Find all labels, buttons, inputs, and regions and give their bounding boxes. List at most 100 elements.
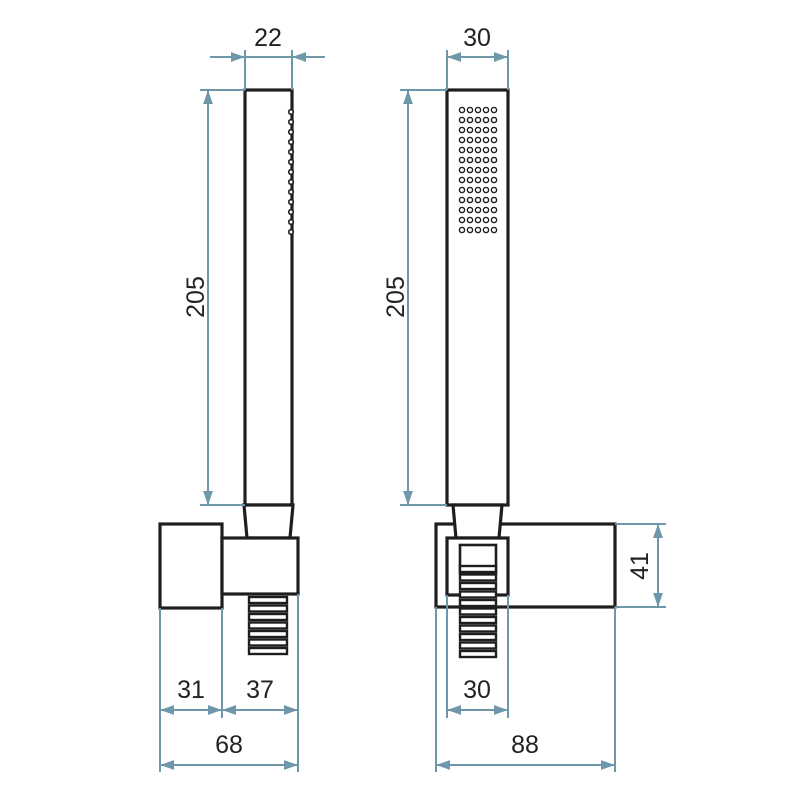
nozzle-dot (490, 106, 498, 114)
hose-rib (247, 595, 289, 605)
nozzle-dot (490, 136, 498, 144)
nozzle-dot (490, 206, 498, 214)
nozzle-dot (482, 126, 490, 134)
hose-rib (458, 564, 498, 574)
nozzle-dot (482, 106, 490, 114)
nozzle-dot (466, 216, 474, 224)
dim-front-outlet-width: 30 (463, 676, 491, 704)
nozzle-dot (474, 186, 482, 194)
nozzle-dot (482, 166, 490, 174)
nozzle-dot (490, 156, 498, 164)
hose-rib (458, 649, 498, 659)
dim-front-height: 205 (382, 276, 410, 318)
nozzle-dot (466, 196, 474, 204)
nozzle-dot (490, 226, 498, 234)
dim-side-outlet-width: 37 (246, 676, 274, 704)
nozzle-dot (490, 126, 498, 134)
nozzle-dot (458, 196, 466, 204)
hose-rib (458, 573, 498, 582)
nozzle-dot (490, 196, 498, 204)
hose-rib (458, 632, 498, 642)
nozzle-dot (287, 218, 295, 226)
nozzle-dot (490, 116, 498, 124)
nozzle-dot (474, 166, 482, 174)
nozzle-dot (287, 188, 295, 196)
nozzle-dot (287, 208, 295, 216)
nozzle-dot (490, 186, 498, 194)
dim-side-mount-width: 31 (177, 676, 205, 704)
hose-rib (458, 581, 498, 591)
front-view: 30 205 41 30 88 (382, 24, 666, 772)
nozzle-dot (458, 166, 466, 174)
nozzle-dot (466, 126, 474, 134)
hose-rib (247, 629, 289, 639)
nozzle-dot (474, 106, 482, 114)
nozzle-dot (474, 156, 482, 164)
wall-bracket-side (158, 522, 224, 610)
nozzle-dot (474, 126, 482, 134)
nozzle-dot (482, 136, 490, 144)
nozzle-dot (474, 116, 482, 124)
dim-front-total-width: 88 (511, 731, 539, 759)
hose-rib (247, 612, 289, 622)
nozzle-dot (482, 176, 490, 184)
nozzle-dot (482, 156, 490, 164)
nozzle-dot (490, 166, 498, 174)
nozzle-dot (482, 206, 490, 214)
nozzle-dot (287, 158, 295, 166)
nozzle-dot (458, 106, 466, 114)
nozzle-dot (466, 206, 474, 214)
nozzle-grid-front (458, 106, 498, 234)
nozzle-dot (474, 196, 482, 204)
hose-rib (247, 604, 289, 613)
nozzle-dot (474, 176, 482, 184)
hose-thread-side (247, 595, 289, 656)
nozzle-dot (458, 156, 466, 164)
nozzle-dot (287, 148, 295, 156)
nozzle-dot (466, 136, 474, 144)
nozzle-dot (482, 216, 490, 224)
nozzle-dot (287, 138, 295, 146)
connector-front (451, 503, 504, 540)
nozzle-dot (466, 146, 474, 154)
dim-side-width-top: 22 (254, 24, 282, 52)
hose-thread-front (458, 543, 498, 659)
nozzle-dot (474, 206, 482, 214)
hose-rib (458, 624, 498, 633)
nozzle-dot (287, 168, 295, 176)
nozzle-dot (458, 136, 466, 144)
nozzle-dot (458, 126, 466, 134)
nozzle-dot (474, 226, 482, 234)
nozzle-dot (490, 216, 498, 224)
hose-rib (247, 646, 289, 656)
nozzle-dot (287, 108, 295, 116)
nozzle-dot (466, 106, 474, 114)
nozzle-dot (287, 198, 295, 206)
nozzle-dot (482, 196, 490, 204)
hose-rib (458, 598, 498, 608)
dim-side-height: 205 (182, 276, 210, 318)
dim-front-width-top: 30 (463, 24, 491, 52)
handle-side (243, 88, 294, 507)
nozzle-dot (466, 116, 474, 124)
hose-rib (247, 621, 289, 630)
nozzle-dot (458, 116, 466, 124)
nozzle-dot (466, 186, 474, 194)
nozzle-dot (490, 176, 498, 184)
outlet-body-side (220, 536, 300, 596)
nozzle-dot (287, 228, 295, 236)
hose-rib (247, 638, 289, 647)
side-view: 22 205 31 37 68 (158, 24, 325, 772)
nozzle-dot (474, 146, 482, 154)
nozzle-dot (287, 118, 295, 126)
nozzle-dot (458, 186, 466, 194)
hose-rib (458, 641, 498, 650)
hose-rib (458, 607, 498, 616)
nozzle-dot (458, 146, 466, 154)
nozzle-dot (458, 206, 466, 214)
nozzle-dot (466, 166, 474, 174)
nozzle-dot (458, 226, 466, 234)
nozzle-dot (474, 136, 482, 144)
nozzle-dot (287, 178, 295, 186)
